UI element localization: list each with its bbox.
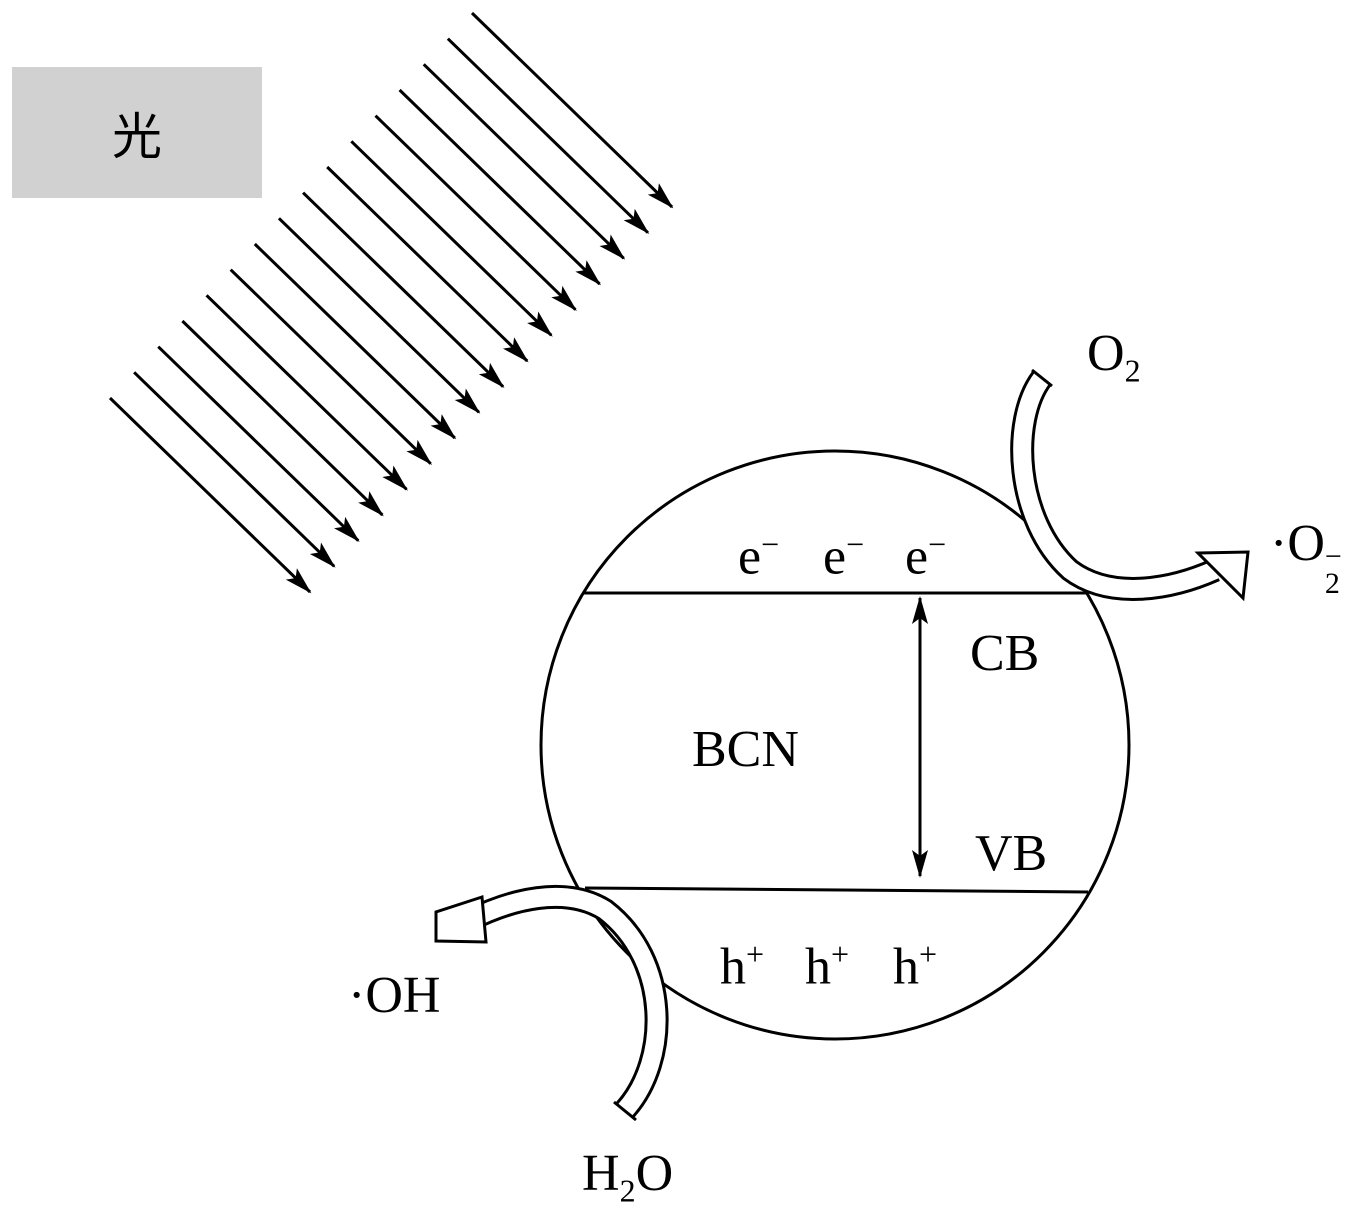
bcn-label: BCN xyxy=(692,721,799,778)
light-ray-arrow xyxy=(229,268,433,466)
light-ray-arrow xyxy=(326,165,529,363)
light-label-box: 光 xyxy=(12,67,262,198)
light-ray-arrow xyxy=(253,242,457,440)
electron-3: e− xyxy=(905,526,947,586)
light-ray-arrow xyxy=(133,371,336,568)
hole-3: h+ xyxy=(893,936,938,996)
light-ray-arrow xyxy=(108,396,312,594)
oxygen-reduction-arrow xyxy=(1010,368,1250,602)
light-ray-arrow xyxy=(277,217,481,414)
light-ray-arrow xyxy=(205,294,408,491)
cb-label: CB xyxy=(970,625,1040,682)
water-label: H2O xyxy=(582,1145,674,1209)
light-ray-arrow xyxy=(350,140,553,337)
bcn-particle xyxy=(539,449,1131,1041)
hole-1: h+ xyxy=(720,936,765,996)
water-oxidation-arrow xyxy=(434,884,669,1122)
light-ray-arrow xyxy=(470,11,674,209)
hydroxyl-label: ·OH xyxy=(348,967,441,1024)
oxygen-label: O2 xyxy=(1087,325,1141,389)
light-ray-arrow xyxy=(446,37,650,235)
superoxide-label: ·O−2 xyxy=(1270,515,1342,600)
light-ray-arrow xyxy=(302,191,505,389)
light-ray-arrow xyxy=(422,63,626,260)
vb-label: VB xyxy=(975,825,1048,882)
light-ray-arrow xyxy=(157,345,360,543)
hole-2: h+ xyxy=(805,936,850,996)
valence-band-line xyxy=(584,886,1089,894)
electron-2: e− xyxy=(823,526,865,586)
light-ray-arrow xyxy=(398,88,602,286)
light-ray-arrow xyxy=(374,114,577,312)
light-rays xyxy=(108,11,674,594)
electron-1: e− xyxy=(738,526,780,586)
light-ray-arrow xyxy=(181,319,384,517)
light-label: 光 xyxy=(112,107,162,166)
